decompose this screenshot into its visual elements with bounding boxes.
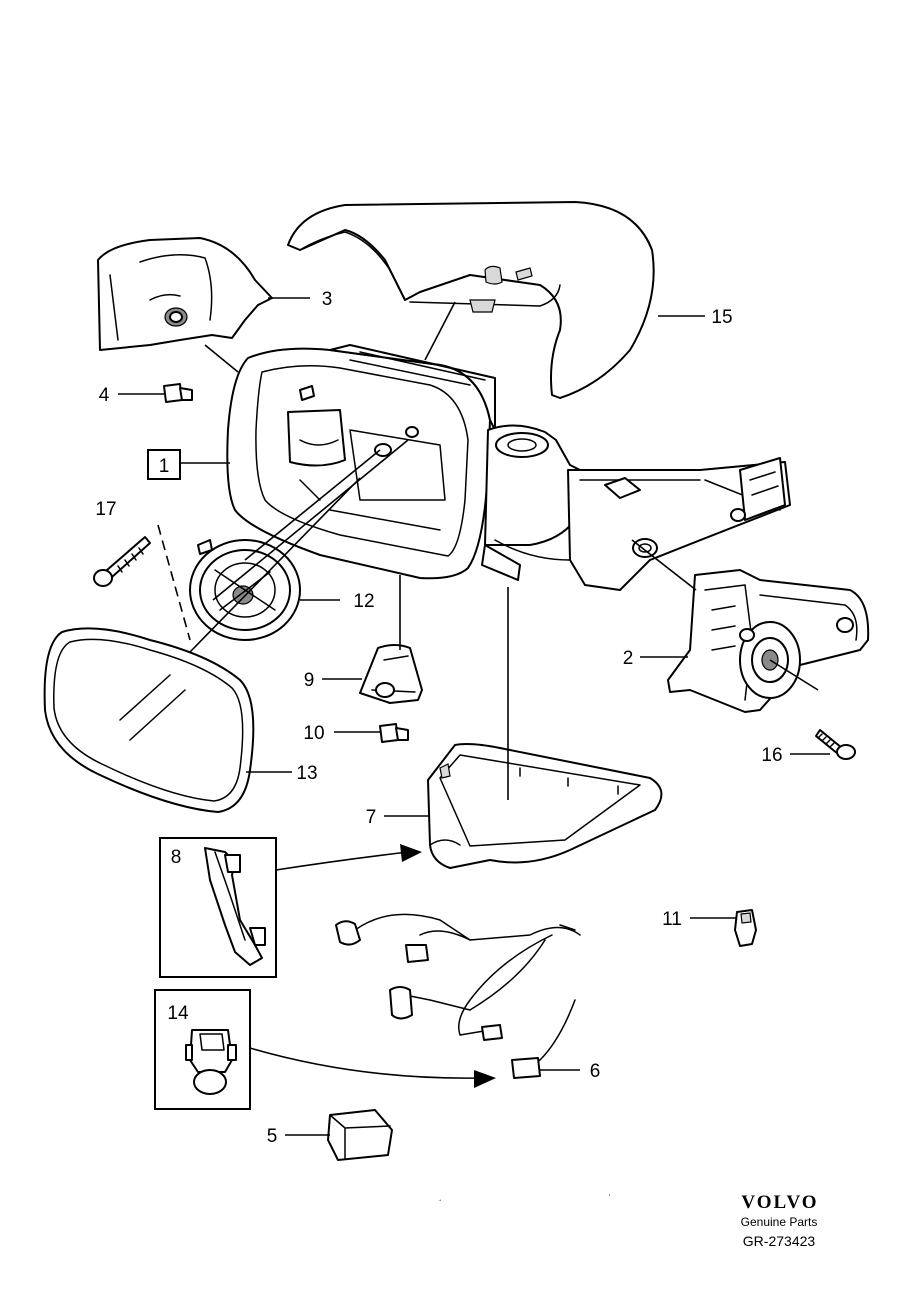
callout-14: 14	[167, 1003, 189, 1024]
callout-11: 11	[662, 909, 682, 930]
arrow-head-8	[400, 844, 422, 862]
arrow-head-14	[474, 1070, 496, 1088]
brand-subtitle: Genuine Parts	[741, 1215, 818, 1229]
callout-10: 10	[303, 723, 324, 744]
gasket-box-part-8	[159, 837, 277, 978]
callout-3: 3	[322, 289, 333, 310]
callout-1-box	[147, 449, 181, 480]
lower-cover-part-7	[427, 743, 663, 869]
wiring-harness	[327, 913, 748, 1215]
callout-2: 2	[623, 648, 634, 669]
arrow-8-to-7	[275, 851, 409, 871]
callout-8: 8	[171, 847, 182, 868]
callout-13: 13	[296, 763, 317, 784]
arrow-14-to-6	[249, 1047, 481, 1079]
diagram-reference: GR-273423	[743, 1233, 816, 1249]
brand-logo: VOLVO	[741, 1192, 818, 1213]
bulb-part-10	[379, 723, 409, 743]
inner-housing-part-3	[97, 237, 273, 351]
leader-lines	[118, 297, 830, 1136]
callout-16: 16	[761, 745, 782, 766]
screw-part-17	[93, 536, 151, 587]
callout-9: 9	[304, 670, 315, 691]
lamp-housing-part-9	[359, 644, 423, 704]
callout-6: 6	[590, 1061, 601, 1082]
footer: VOLVO Genuine Parts GR-273423	[741, 1192, 818, 1249]
callout-labels: 1 2 3 4 5 6 7 8 9 10 11 12 13 14 15 16 1…	[95, 289, 782, 1147]
callout-15: 15	[711, 307, 732, 328]
connector-part-11	[734, 909, 757, 947]
leader-dashed-17	[157, 524, 191, 641]
callout-4: 4	[99, 385, 110, 406]
mirror-glass-part-13	[43, 627, 255, 813]
bracket-part-2	[667, 569, 870, 713]
connector-box-part-14	[154, 989, 251, 1110]
callout-1: 1	[159, 456, 170, 477]
callout-5: 5	[267, 1126, 278, 1147]
callout-17: 17	[95, 499, 116, 520]
mirror-cover-part-15	[287, 201, 655, 399]
bulb-part-4	[163, 383, 193, 403]
callout-7: 7	[366, 807, 377, 828]
mirror-housing-part-1	[226, 344, 791, 591]
callout-12: 12	[353, 591, 374, 612]
adjustment-motor-part-12	[189, 539, 301, 641]
screw-part-16	[815, 729, 856, 760]
